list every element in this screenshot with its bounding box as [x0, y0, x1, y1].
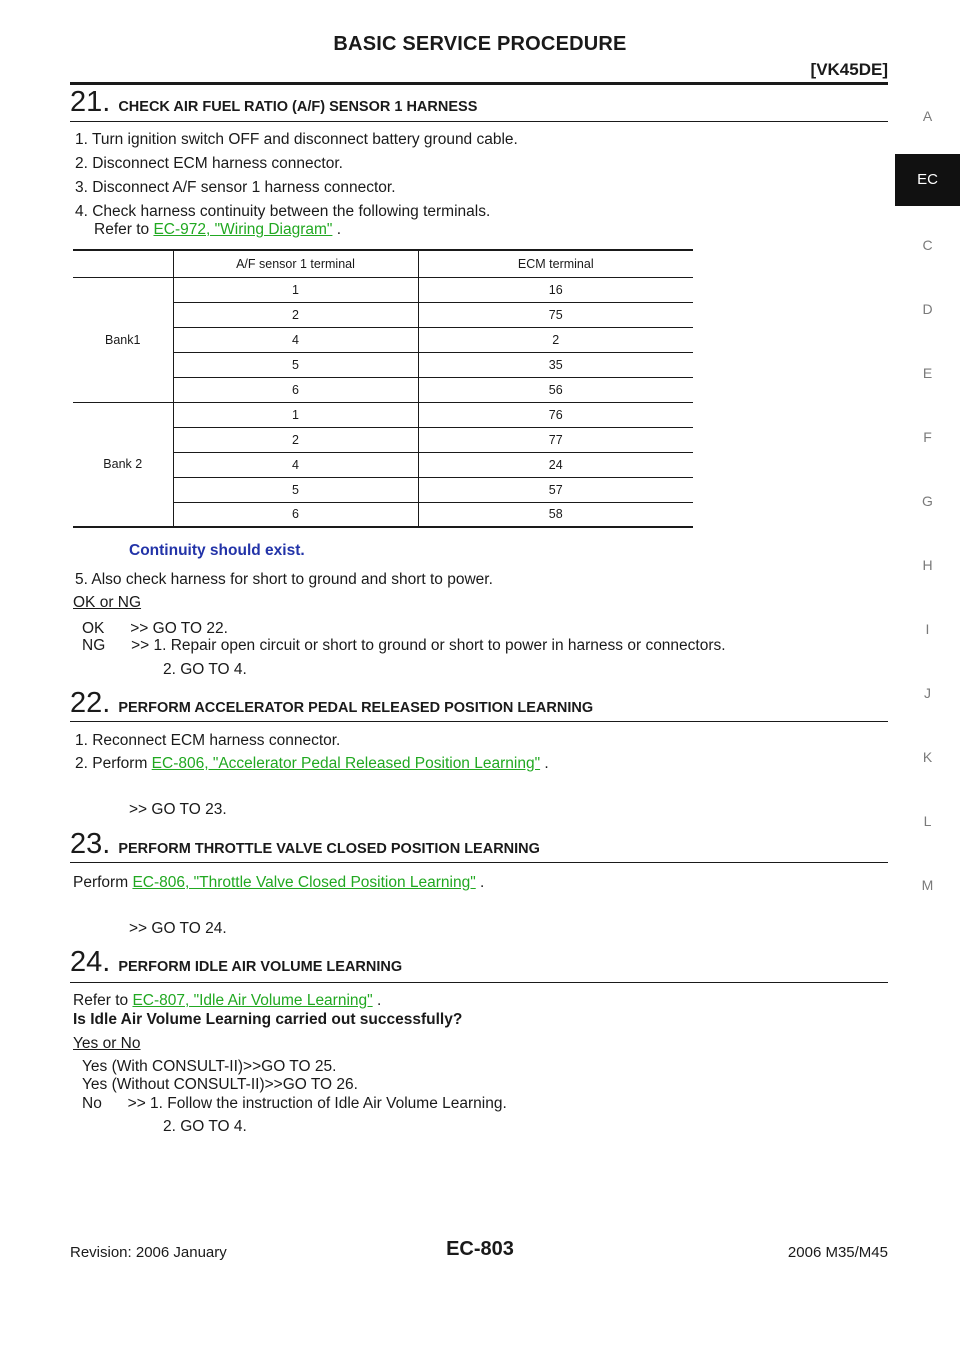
- table-cell: 76: [418, 402, 693, 428]
- index-letter-e[interactable]: E: [922, 365, 933, 381]
- index-letter-g[interactable]: G: [922, 493, 933, 509]
- step-23-goto: >> GO TO 24.: [129, 920, 227, 937]
- step-21-item-2: 2. Disconnect ECM harness connector.: [75, 155, 343, 172]
- index-letter-f[interactable]: F: [923, 429, 932, 445]
- index-letter-k[interactable]: K: [922, 749, 933, 765]
- step-number: 23.: [70, 828, 111, 860]
- table-cell: 24: [418, 452, 693, 478]
- step-title: PERFORM IDLE AIR VOLUME LEARNING: [118, 959, 403, 975]
- table-cell: 16: [418, 277, 693, 303]
- ng-result: NG >> 1. Repair open circuit or short to…: [82, 637, 726, 654]
- bank1-label: Bank1: [73, 277, 174, 403]
- model-year: 2006 M35/M45: [787, 1244, 888, 1261]
- index-letter-h[interactable]: H: [922, 557, 933, 573]
- continuity-table: A/F sensor 1 terminal ECM terminal Bank1…: [73, 249, 693, 528]
- index-letter-ec-active[interactable]: EC: [895, 154, 960, 206]
- table-cell: 2: [173, 302, 419, 328]
- table-cell: 1: [173, 402, 419, 428]
- perform-suffix: .: [480, 874, 485, 891]
- header-divider: [70, 82, 888, 85]
- ng-result-2: 2. GO TO 4.: [163, 661, 247, 678]
- step-21-reference: Refer to EC-972, "Wiring Diagram" .: [94, 221, 341, 239]
- revision-date: Revision: 2006 January: [70, 1244, 227, 1261]
- page-number: EC-803: [446, 1238, 514, 1260]
- perform-suffix: .: [544, 755, 549, 772]
- table-cell: 77: [418, 427, 693, 453]
- yes-without-consult: Yes (Without CONSULT-II)>>GO TO 26.: [82, 1076, 358, 1093]
- step-21-item-3: 3. Disconnect A/F sensor 1 harness conne…: [75, 179, 396, 196]
- yes-with-consult: Yes (With CONSULT-II)>>GO TO 25.: [82, 1058, 337, 1075]
- table-cell: 4: [173, 327, 419, 353]
- table-cell: 5: [173, 352, 419, 378]
- step-21-heading: 21. CHECK AIR FUEL RATIO (A/F) SENSOR 1 H…: [70, 86, 888, 122]
- step-22-item-1: 1. Reconnect ECM harness connector.: [75, 732, 341, 749]
- step-24-heading: 24. PERFORM IDLE AIR VOLUME LEARNING: [70, 946, 888, 983]
- refer-suffix: .: [376, 992, 382, 1009]
- yes-no-label: Yes or No: [73, 1035, 141, 1052]
- table-cell: 56: [418, 377, 693, 403]
- step-21-item-5: 5. Also check harness for short to groun…: [75, 571, 493, 588]
- engine-code: [VK45DE]: [810, 60, 888, 79]
- table-header-ecm-terminal: ECM terminal: [418, 249, 693, 278]
- step-22-item-2: 2. Perform EC-806, "Accelerator Pedal Re…: [75, 755, 549, 773]
- wiring-diagram-link[interactable]: EC-972, "Wiring Diagram": [153, 221, 333, 238]
- table-cell: 6: [173, 502, 419, 528]
- table-cell: 4: [173, 452, 419, 478]
- table-header-bank: [73, 249, 174, 278]
- index-letter-c[interactable]: C: [922, 237, 933, 253]
- index-letter-i[interactable]: I: [925, 621, 930, 637]
- table-header-af-terminal: A/F sensor 1 terminal: [173, 249, 419, 278]
- bank2-label: Bank 2: [73, 402, 174, 528]
- table-cell: 2: [173, 427, 419, 453]
- step-title: PERFORM ACCELERATOR PEDAL RELEASED POSIT…: [118, 700, 594, 716]
- table-cell: 57: [418, 477, 693, 503]
- refer-prefix: Refer to: [73, 992, 129, 1009]
- ok-result: OK >> GO TO 22.: [82, 620, 228, 637]
- refer-suffix: .: [336, 221, 342, 238]
- ok-ng-label: OK or NG: [73, 594, 142, 611]
- step-number: 24.: [70, 946, 111, 978]
- table-cell: 58: [418, 502, 693, 528]
- step-23-heading: 23. PERFORM THROTTLE VALVE CLOSED POSITIO…: [70, 828, 888, 863]
- perform-prefix: Perform: [73, 874, 129, 891]
- table-cell: 75: [418, 302, 693, 328]
- step-24-question: Is Idle Air Volume Learning carried out …: [73, 1011, 463, 1028]
- no-result-2: 2. GO TO 4.: [163, 1118, 247, 1135]
- page-title: BASIC SERVICE PROCEDURE: [333, 33, 627, 55]
- no-result: No >> 1. Follow the instruction of Idle …: [82, 1095, 507, 1112]
- table-cell: 5: [173, 477, 419, 503]
- accelerator-learning-link[interactable]: EC-806, "Accelerator Pedal Released Posi…: [151, 755, 541, 772]
- table-cell: 6: [173, 377, 419, 403]
- throttle-learning-link[interactable]: EC-806, "Throttle Valve Closed Position …: [132, 874, 476, 891]
- table-cell: 2: [418, 327, 693, 353]
- step-number: 22.: [70, 687, 111, 719]
- table-cell: 1: [173, 277, 419, 303]
- step-22-goto: >> GO TO 23.: [129, 801, 227, 818]
- step-21-item-1: 1. Turn ignition switch OFF and disconne…: [75, 131, 518, 148]
- step-22-heading: 22. PERFORM ACCELERATOR PEDAL RELEASED PO…: [70, 687, 888, 722]
- index-letter-j[interactable]: J: [924, 685, 931, 701]
- step-title: CHECK AIR FUEL RATIO (A/F) SENSOR 1 HARN…: [118, 99, 478, 115]
- step-21-item-4: 4. Check harness continuity between the …: [75, 203, 491, 220]
- continuity-spec: Continuity should exist.: [129, 542, 305, 559]
- index-letter-m[interactable]: M: [921, 877, 934, 893]
- perform-prefix: 2. Perform: [75, 755, 148, 772]
- table-cell: 35: [418, 352, 693, 378]
- step-title: PERFORM THROTTLE VALVE CLOSED POSITION L…: [118, 841, 540, 857]
- step-24-reference: Refer to EC-807, "Idle Air Volume Learni…: [73, 992, 381, 1010]
- index-letter-l[interactable]: L: [923, 813, 932, 829]
- step-23-perform: Perform EC-806, "Throttle Valve Closed P…: [73, 874, 484, 892]
- step-number: 21.: [70, 86, 111, 118]
- idle-air-learning-link[interactable]: EC-807, "Idle Air Volume Learning": [132, 992, 373, 1009]
- refer-prefix: Refer to: [94, 221, 150, 238]
- index-letter-a[interactable]: A: [922, 108, 933, 124]
- index-letter-d[interactable]: D: [922, 301, 933, 317]
